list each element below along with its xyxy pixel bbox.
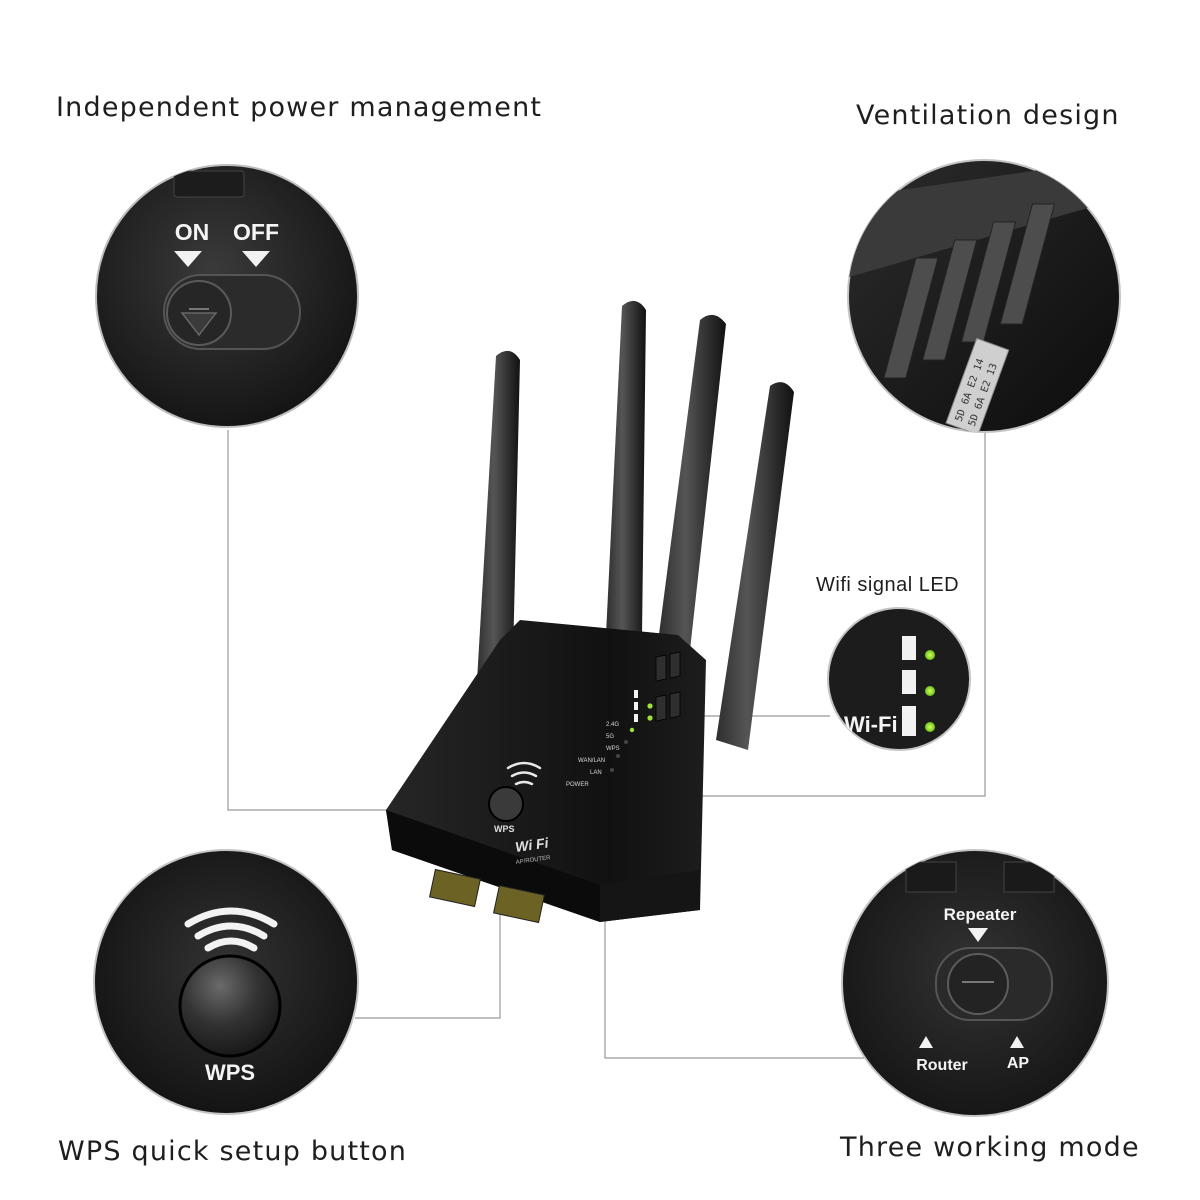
led-bar-icon xyxy=(902,670,916,694)
led-bar-icon xyxy=(902,636,916,660)
wps-label: WPS xyxy=(205,1060,255,1085)
repeater-arrow-icon xyxy=(968,928,988,942)
ethernet-port-icon xyxy=(428,868,546,924)
mode-switch-callout: Repeater Router AP xyxy=(841,849,1109,1117)
mode-router-label: Router xyxy=(916,1057,968,1074)
power-on-label: ON xyxy=(175,219,210,245)
caption-ventilation: Ventilation design xyxy=(856,100,1120,131)
caption-wps-button: WPS quick setup button xyxy=(58,1136,408,1167)
device-wifi-waves-icon xyxy=(506,761,542,786)
led-light-icon xyxy=(925,722,935,732)
ap-arrow-icon xyxy=(1010,1036,1024,1048)
wps-callout: WPS xyxy=(93,849,359,1115)
mode-repeater-label: Repeater xyxy=(944,905,1017,924)
router-arrow-icon xyxy=(919,1036,933,1048)
off-arrow-icon xyxy=(242,251,270,267)
ventilation-callout: 5D 6A E2 14 5D 6A E2 13 xyxy=(847,159,1121,433)
panel-led-label: POWER xyxy=(566,782,589,788)
panel-led-label: 5G xyxy=(606,734,614,740)
wps-button-icon xyxy=(178,954,282,1058)
panel-led-label: 2.4G xyxy=(606,722,619,728)
panel-led-icon xyxy=(647,715,653,721)
device-wps-button xyxy=(488,786,524,822)
caption-wifi-led: Wifi signal LED xyxy=(816,574,960,596)
caption-working-mode: Three working mode xyxy=(840,1132,1140,1163)
device-wps-label: WPS xyxy=(494,824,515,834)
connector-power xyxy=(227,430,395,811)
device-logo-sub: AP/ROUTER xyxy=(515,855,551,866)
led-light-icon xyxy=(925,650,935,660)
connector-ventilation xyxy=(657,420,986,797)
device-logo: Wi Fi xyxy=(514,834,550,855)
power-switch-callout: ON OFF xyxy=(95,164,359,428)
wifi-led-label: Wi-Fi xyxy=(844,712,898,737)
panel-led-label: WAN/LAN xyxy=(578,758,605,764)
led-light-icon xyxy=(925,686,935,696)
wifi-waves-icon xyxy=(184,907,278,952)
led-bar-icon xyxy=(902,706,916,736)
mode-ap-label: AP xyxy=(1007,1055,1030,1072)
wifi-led-callout: Wi-Fi xyxy=(827,607,971,751)
connector-modes xyxy=(604,912,865,1059)
connector-wps xyxy=(355,900,501,1019)
panel-led-icon xyxy=(629,727,635,733)
panel-led-icon xyxy=(624,740,628,744)
antenna-icon xyxy=(476,300,794,750)
power-off-label: OFF xyxy=(233,219,279,245)
wifi-router-device: WPS Wi Fi AP/ROUTER 2.4G 5G WPS WAN/LAN … xyxy=(386,300,794,924)
panel-led-icon xyxy=(647,703,653,709)
panel-led-icon xyxy=(610,768,614,772)
caption-power-management: Independent power management xyxy=(56,92,543,123)
panel-led-icon xyxy=(616,754,620,758)
panel-led-label: LAN xyxy=(590,770,602,776)
panel-led-label: WPS xyxy=(606,746,620,752)
on-arrow-icon xyxy=(174,251,202,267)
